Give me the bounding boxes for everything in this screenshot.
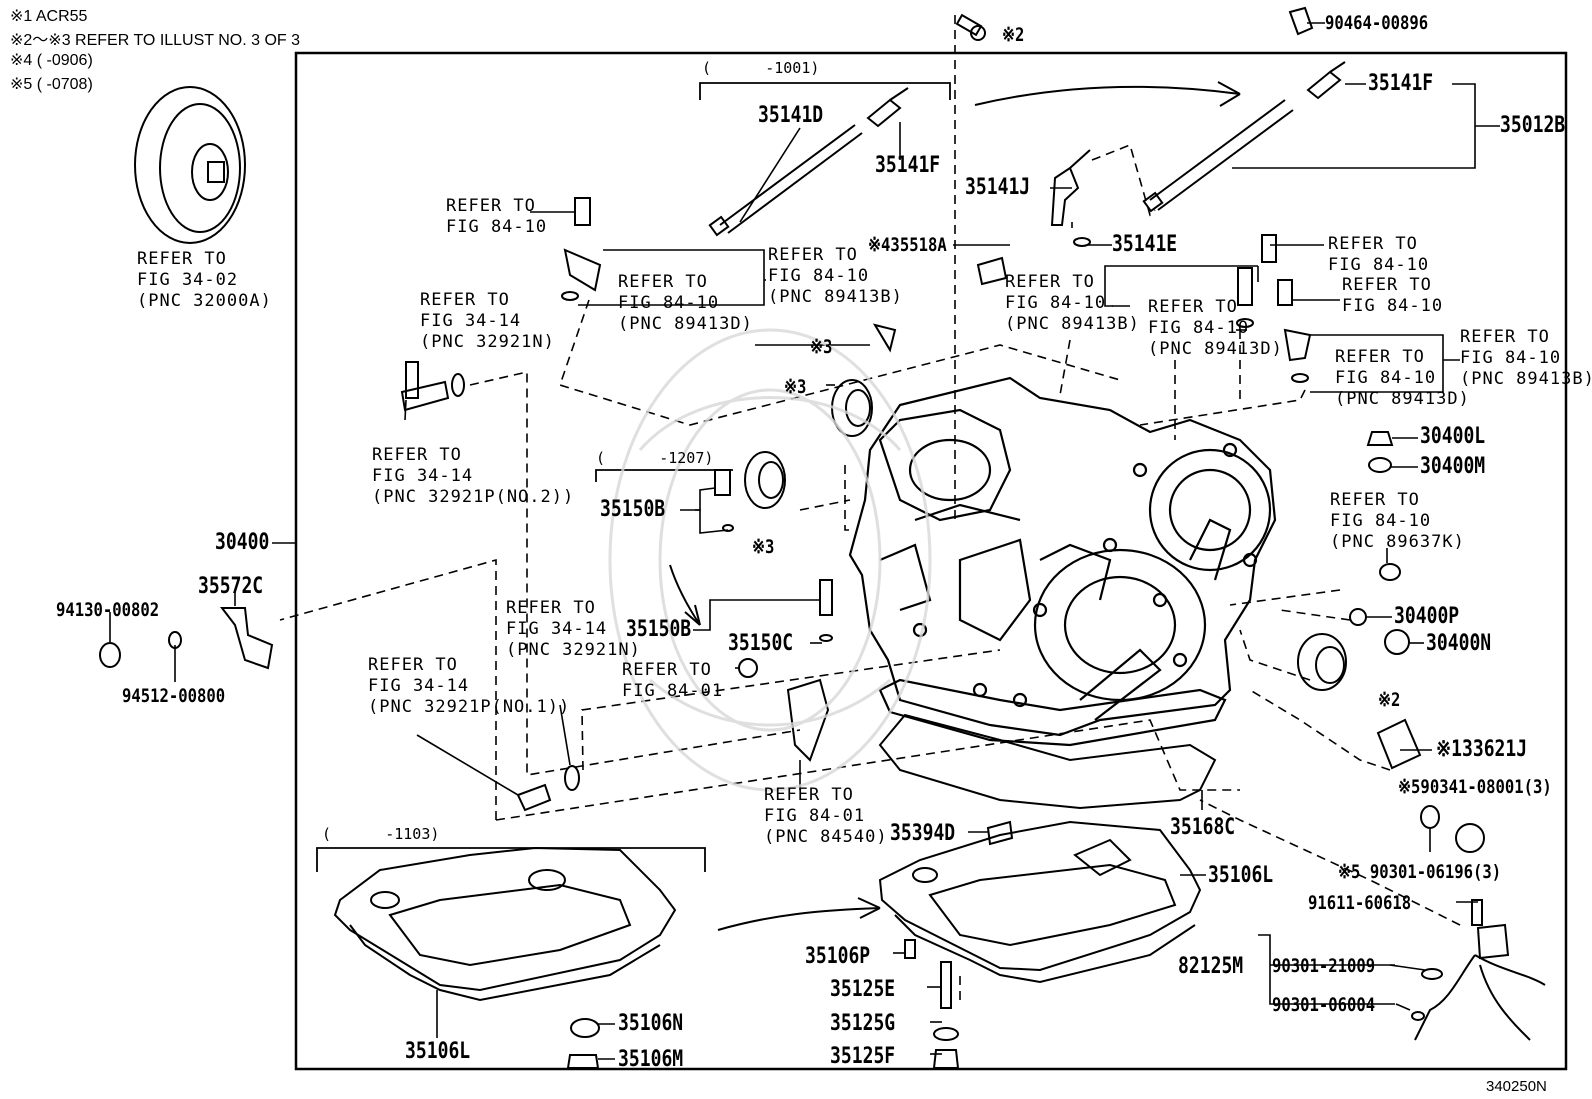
part-35106M: 35106M — [618, 1047, 684, 1072]
ref-sensor-c-inner: REFER TO FIG 84-10 (PNC 89413D) — [1335, 347, 1470, 409]
part-35150C: 35150C — [728, 631, 794, 656]
part-35012B: 35012B — [1500, 113, 1566, 138]
ref-mark-2-right: ※2 — [1378, 689, 1401, 711]
part-90301-06196: ※5 90301-06196(3) — [1338, 861, 1502, 883]
ref-sensor-a-inner: REFER TO FIG 84-10 (PNC 89413D) — [618, 272, 753, 334]
part-35394D: 35394D — [890, 821, 956, 846]
ref-sensor-b-inner: REFER TO FIG 84-10 (PNC 89413D) — [1148, 297, 1283, 359]
ref-hose-c: REFER TO FIG 34-14 (PNC 32921N) — [506, 598, 641, 660]
part-94512-00800: 94512-00800 — [122, 685, 226, 707]
leader-lines — [109, 22, 1500, 1060]
ref-hose-b: REFER TO FIG 34-14 (PNC 32921P(NO.2)) — [372, 445, 575, 507]
range-label-1103: ( -1103) — [322, 825, 440, 843]
oil-seal-mid — [744, 451, 786, 509]
dashed-guide-lines — [279, 15, 1461, 1000]
part-82125M: 82125M — [1178, 954, 1244, 979]
ref-mark-3-upper: ※3 — [810, 336, 833, 358]
part-90341-08001: ※590341-08001(3) — [1398, 776, 1552, 798]
part-94130-00802: 94130-00802 — [56, 599, 160, 621]
range-label-1207: ( -1207) — [596, 449, 714, 467]
illustration-number: 340250N — [1486, 1078, 1547, 1095]
note-3: ※4 ( -0906) — [10, 52, 93, 69]
assembly-arrows — [669, 81, 1241, 931]
diagram-frame — [294, 51, 1568, 1071]
union-35141F-left — [866, 87, 909, 128]
part-35106N: 35106N — [618, 1011, 684, 1036]
part-35168C: 35168C — [1170, 815, 1236, 840]
part-35125E: 35125E — [830, 977, 896, 1002]
ref-bolt-d: REFER TO FIG 84-10 — [1342, 275, 1444, 316]
torque-converter — [134, 86, 246, 244]
ref-bolt-a: REFER TO FIG 84-10 — [446, 196, 548, 237]
oil-pipe-35012B — [1142, 99, 1294, 213]
part-35150B-lower: 35150B — [626, 617, 692, 642]
ref-mark-3-lower: ※3 — [752, 536, 775, 558]
part-35518A: ※435518A — [868, 234, 947, 256]
part-90301-06004: 90301-06004 — [1272, 994, 1376, 1016]
part-91611-60618: 91611-60618 — [1308, 892, 1412, 914]
range-label-1001: ( -1001) — [702, 59, 820, 77]
ref-mark-3-mid: ※3 — [784, 376, 807, 398]
ref-sensor-c-outer: REFER TO FIG 84-10 (PNC 89413B) — [1460, 327, 1592, 389]
ref-sensor-a-outer: REFER TO FIG 84-10 (PNC 89413B) — [768, 245, 903, 307]
union-35141F-right — [1306, 61, 1346, 100]
oil-pipe-35141D — [708, 124, 863, 237]
part-30400P: 30400P — [1394, 604, 1460, 629]
ref-torque-converter: REFER TO FIG 34-02 (PNC 32000A) — [137, 249, 272, 311]
ref-mark-2-top: ※2 — [1002, 24, 1025, 46]
part-30400N: 30400N — [1426, 631, 1492, 656]
part-30400L: 30400L — [1420, 424, 1486, 449]
range-brackets — [316, 82, 951, 872]
part-35125F: 35125F — [830, 1044, 896, 1069]
ref-hose-d: REFER TO FIG 34-14 (PNC 32921P(NO.1)) — [368, 655, 571, 717]
transmission-case — [848, 376, 1277, 747]
note-4: ※5 ( -0708) — [10, 76, 93, 93]
ref-switch: REFER TO FIG 84-01 (PNC 84540) — [764, 785, 888, 847]
part-35141F-left: 35141F — [875, 153, 941, 178]
part-35150B-upper: 35150B — [600, 497, 666, 522]
ref-sensor-d: REFER TO FIG 84-10 (PNC 89637K) — [1330, 490, 1465, 552]
part-35141D: 35141D — [758, 103, 824, 128]
part-35141E: 35141E — [1112, 232, 1178, 257]
oil-pan-right — [878, 820, 1202, 984]
note-1: ※1 ACR55 — [10, 8, 88, 25]
part-35106L-right: 35106L — [1208, 863, 1274, 888]
elbow-35141J — [1050, 149, 1091, 226]
part-90464-00896: 90464-00896 — [1325, 12, 1429, 34]
small-parts — [99, 6, 1546, 1069]
note-2: ※2～※3 REFER TO ILLUST NO. 3 OF 3 — [10, 32, 301, 49]
ref-bolt-b: REFER TO FIG 84-01 — [622, 660, 724, 701]
part-35106L-left: 35106L — [405, 1039, 471, 1064]
oil-seal-right — [1297, 633, 1347, 691]
part-35572C: 35572C — [198, 574, 264, 599]
part-30400: 30400 — [215, 530, 270, 555]
part-133621J: ※133621J — [1436, 737, 1528, 762]
watermark — [608, 328, 932, 792]
ref-hose-a: REFER TO FIG 34-14 (PNC 32921N) — [420, 290, 555, 352]
ref-bolt-c: REFER TO FIG 84-10 — [1328, 234, 1430, 275]
part-30400M: 30400M — [1420, 454, 1486, 479]
part-90301-21009: 90301-21009 — [1272, 955, 1376, 977]
part-35125G: 35125G — [830, 1011, 896, 1036]
part-35141J: 35141J — [965, 175, 1031, 200]
part-35141F-right: 35141F — [1368, 71, 1434, 96]
part-35106P: 35106P — [805, 944, 871, 969]
ref-sensor-b-outer: REFER TO FIG 84-10 (PNC 89413B) — [1005, 272, 1140, 334]
oil-pan-gasket — [878, 713, 1217, 810]
oil-pan-left — [333, 846, 677, 1002]
